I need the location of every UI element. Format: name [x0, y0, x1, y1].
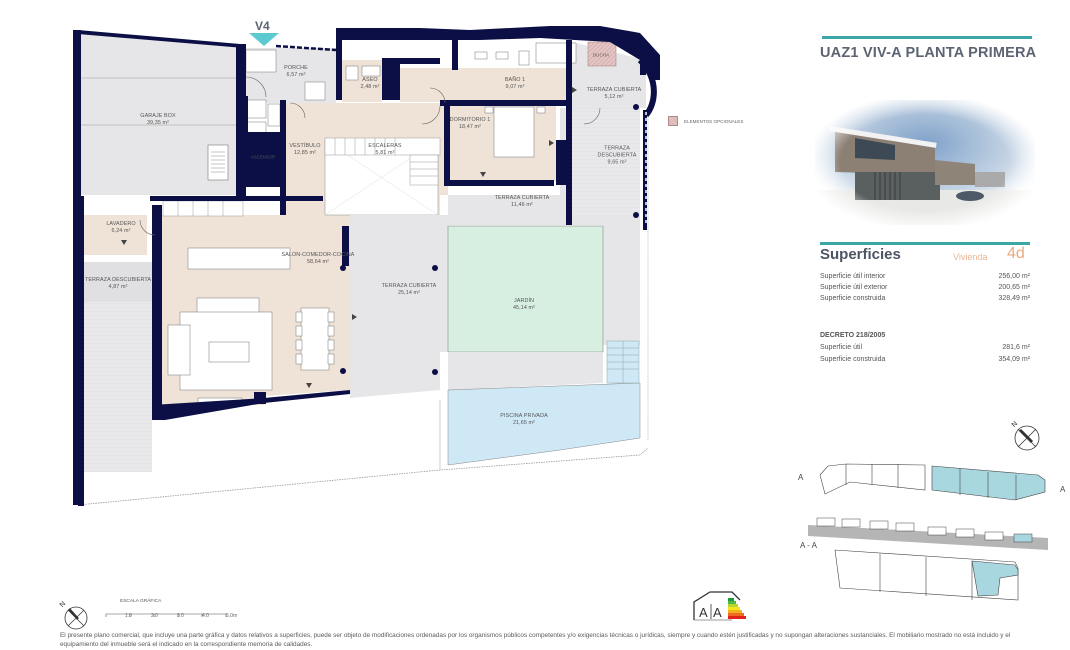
svg-text:N: N [59, 600, 68, 609]
room-elevator: ASCENSOR [250, 154, 276, 160]
north-arrow-icon: N [1011, 420, 1040, 451]
scale-tick-1: 1.0 [125, 613, 132, 619]
key-plan: N A A A - A [780, 410, 1070, 610]
scale-bar [104, 606, 244, 617]
superficies-title: Superficies [820, 246, 901, 263]
scale-north-arrow: N [58, 598, 90, 630]
scale-tick-2: 2.0 [151, 613, 158, 619]
floor-plan-drawing [73, 26, 660, 506]
decreto-title: DECRETO 218/2005 [820, 332, 886, 339]
vivienda-label: Vivienda [953, 252, 988, 262]
title-accent-line [822, 36, 1032, 39]
vivienda-code: 4d [1007, 245, 1025, 262]
svg-text:N: N [1011, 420, 1020, 429]
superficies-accent-line [820, 242, 1030, 245]
legal-disclaimer: El presente plano comercial, que incluye… [60, 632, 1011, 648]
view-marker-label: V4 [255, 19, 270, 33]
svg-text:A - A: A - A [800, 541, 818, 550]
svg-text:A: A [798, 473, 804, 482]
scale-tick-4: 4.0 [202, 613, 209, 619]
page-title: UAZ1 VIV-A PLANTA PRIMERA [820, 45, 1037, 61]
room-shower: DUCHA [592, 52, 610, 58]
building-render-image [815, 100, 1035, 225]
svg-text:A: A [713, 605, 722, 620]
energy-rating-badge: A A [692, 590, 748, 624]
scale-title: ESCALA GRÁFICA [120, 599, 162, 604]
scale-tick-3: 3.0 [177, 613, 184, 619]
hatch-swatch-icon [668, 116, 678, 126]
legend-optional-elements: ELEMENTOS OPCIONALES [668, 116, 743, 126]
svg-text:A: A [1060, 485, 1066, 494]
scale-tick-5: 5.0m [226, 613, 238, 619]
svg-text:A: A [699, 605, 708, 620]
